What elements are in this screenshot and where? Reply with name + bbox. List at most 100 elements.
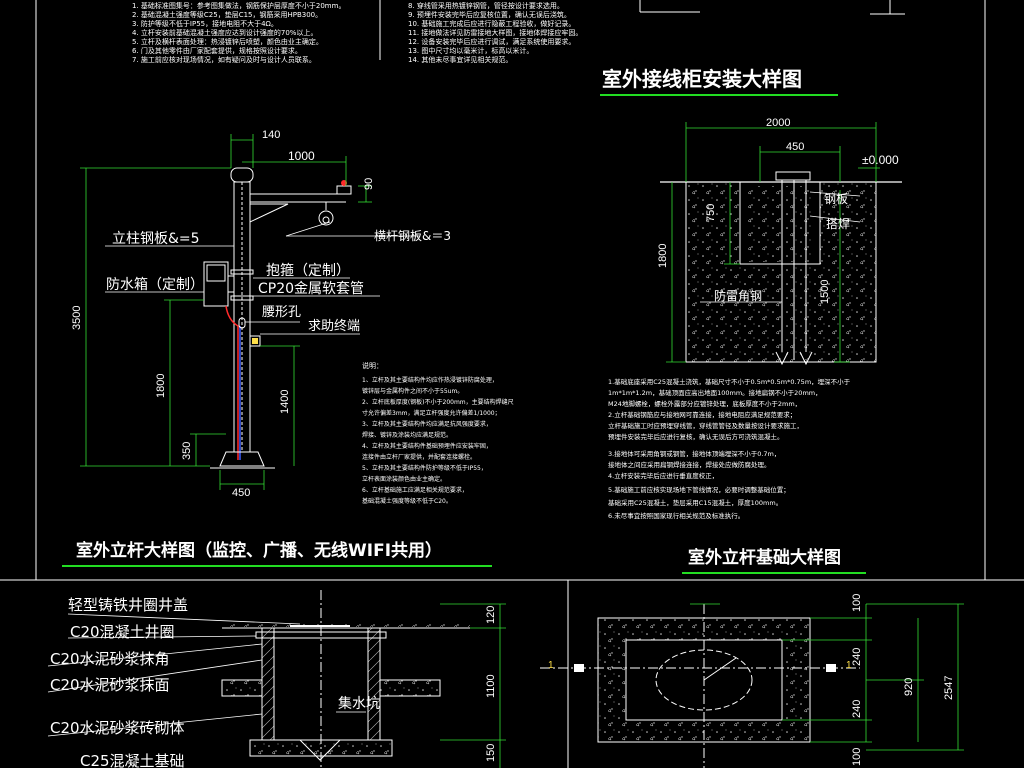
cabinet-dimensions xyxy=(666,122,880,363)
pipe-left xyxy=(221,679,263,697)
cabinet-note: 6.未尽事宜按照国家现行相关规范及标准执行。 xyxy=(608,511,744,520)
top-note: 11. 接地做法详见防雷接地大样图，接地体焊接应牢固。 xyxy=(408,28,582,37)
slot-hole xyxy=(238,317,246,329)
cabinet-leaders xyxy=(700,191,861,303)
pole-elevation xyxy=(203,167,352,469)
dim-foundation-top: 100 xyxy=(851,594,863,612)
pole-note: 连接件由立杆厂家提供，并配套连接螺栓。 xyxy=(362,453,476,461)
pole-notes: 说明： 1、立杆及其主要结构件均应作热浸镀锌防腐处理， 镀锌层与金属构件之间不小… xyxy=(362,361,514,505)
label-hoop: 抱箍（定制） xyxy=(266,262,350,279)
sump-pit xyxy=(299,739,341,761)
dim-base-width: 450 xyxy=(232,487,250,499)
pole-leaders xyxy=(105,221,420,335)
waterproof-box xyxy=(203,261,229,307)
label-help-terminal: 求助终端 xyxy=(308,318,360,334)
cabinet-note: 接地体之间应采用扁钢焊接连接，焊接处应做防腐处理。 xyxy=(608,460,771,469)
well-section xyxy=(221,590,470,768)
pole-notes-title: 说明： xyxy=(362,361,383,370)
top-notes-left: 1. 基础标准图集号：参考图集做法，钢筋保护层厚度不小于20mm。 2. 基础混… xyxy=(132,1,345,64)
title-cabinet-install: 室外接线柜安装大样图 xyxy=(602,67,802,91)
dim-arm-length: 1000 xyxy=(288,149,315,163)
top-notes-right: 8. 穿线管采用热镀锌钢管，管径按设计要求选用。 9. 预埋件安装完毕后应复核位… xyxy=(408,1,582,64)
cabinet-note: 2.立杆基础钢筋应与接地网可靠连接，接地电阻应满足规范要求； xyxy=(608,410,796,419)
top-note: 12. 设备安装完毕后应进行调试，满足系统使用要求。 xyxy=(408,37,575,46)
cabinet-notes: 1.基础底座采用C25混凝土浇筑，基础尺寸不小于0.5m*0.5m*0.75m，… xyxy=(608,377,851,520)
label-waterproof-box: 防水箱（定制） xyxy=(106,277,204,293)
top-note: 9. 预埋件安装完毕后应复核位置，确认无误后浇筑。 xyxy=(408,10,571,19)
cabinet-note: 4.立杆安装完毕后应进行垂直度校正， xyxy=(608,471,718,480)
well-wall-right xyxy=(367,627,381,741)
pole-note: 4、立杆及其主要结构件基础预埋件应安装牢固， xyxy=(362,442,492,450)
foundation-plan xyxy=(540,604,860,768)
foundation-dimensions xyxy=(690,603,964,751)
cabinet-note: 5.基础施工前应核实现场地下管线情况，必要时调整基础位置； xyxy=(608,485,790,494)
top-note: 13. 图中尺寸均以毫米计，标高以米计。 xyxy=(408,46,533,55)
label-crossarm-plate: 横杆钢板&＝3 xyxy=(374,229,451,243)
dim-terminal-height: 1400 xyxy=(279,390,291,414)
pole-note: 立杆表面涂装颜色由业主确定。 xyxy=(362,475,446,483)
label-conduit: CP20金属软套管 xyxy=(258,281,364,297)
dim-cabinet-level: ±0.000 xyxy=(862,153,899,167)
pole-dimensions xyxy=(80,134,372,490)
label-slot: 腰形孔 xyxy=(262,305,301,320)
pipe-right xyxy=(379,679,441,697)
dim-cabinet-inner: 450 xyxy=(786,141,804,153)
dim-cabinet-total-depth: 1800 xyxy=(657,244,669,268)
top-note: 10. 基础施工完成后应进行隐蔽工程验收，做好记录。 xyxy=(408,19,575,28)
label-angle-steel: 防雷角钢 xyxy=(714,288,762,303)
crossarm-brace xyxy=(249,203,289,223)
help-terminal-button xyxy=(252,338,258,344)
pole-note: 寸允许偏差3mm，满足立杆强度允许偏差1/1000； xyxy=(362,409,501,417)
well-wall-left xyxy=(261,627,275,741)
pole-cap xyxy=(230,167,254,183)
label-well-ring: C20混凝土井圈 xyxy=(70,623,175,641)
dim-foundation-center: 920 xyxy=(903,678,915,696)
label-steel-plate: 钢板 xyxy=(824,192,848,206)
section-arrow-right xyxy=(826,664,836,672)
label-weld: 搭焊 xyxy=(826,216,850,231)
cabinet-note: 预埋件安装完毕后应进行复核，确认无误后方可浇筑混凝土。 xyxy=(608,432,784,441)
hoop xyxy=(230,269,254,275)
cabinet-note: 1m*1m*1.2m，基础顶面应高出地面100mm。接地扁钢不小于20mm， xyxy=(608,388,822,397)
dim-box-height: 1800 xyxy=(155,374,167,398)
top-note: 5. 立杆及横杆表面处理：热浸镀锌后喷塑，颜色由业主确定。 xyxy=(132,37,323,46)
hoop xyxy=(230,295,254,301)
label-well-cover: 轻型铸铁井圈井盖 xyxy=(68,596,188,614)
cabinet-note: 基础采用C25混凝土，垫层采用C15混凝土，厚度100mm。 xyxy=(608,498,782,507)
cabinet-note: M24地脚螺栓，螺栓外露部分应镀锌处理，底板厚度不小于2mm， xyxy=(608,399,801,408)
camera-indicator xyxy=(341,180,347,186)
label-well-plaster: C20水泥砂浆抹面 xyxy=(50,676,170,694)
cabinet-note: 3.接地体可采用角钢或钢管，接地体顶端埋深不小于0.7m， xyxy=(608,449,780,458)
dim-cap-width: 140 xyxy=(262,129,280,141)
pole-note: 3、立杆及其主要结构件均应满足抗风强度要求， xyxy=(362,420,492,428)
top-note: 14. 其他未尽事宜详见相关规范。 xyxy=(408,55,512,64)
conduit-red xyxy=(225,305,239,460)
cabinet-note: 立杆基础施工时应预埋穿线管，穿线管管径及数量按设计要求施工， xyxy=(608,421,803,430)
label-sump: 集水坑 xyxy=(338,695,380,712)
dim-foundation-d1: 240 xyxy=(851,648,863,666)
section-mark-right: 1 xyxy=(846,660,852,671)
top-note: 7. 施工前应核对现场情况，如有疑问及时与设计人员联系。 xyxy=(132,55,316,64)
top-note: 8. 穿线管采用热镀锌钢管，管径按设计要求选用。 xyxy=(408,1,564,10)
label-column-plate: 立柱钢板&=5 xyxy=(112,231,200,247)
dome-camera-icon xyxy=(318,210,334,226)
dim-cabinet-top-depth: 750 xyxy=(705,204,717,222)
top-note: 1. 基础标准图集号：参考图集做法，钢筋保护层厚度不小于20mm。 xyxy=(132,1,345,10)
pole-note: 焊接、镀锌及涂装均应满足规范。 xyxy=(362,431,452,439)
top-note: 6. 门及其他零件由厂家配套提供，规格按照设计要求。 xyxy=(132,46,302,55)
pole-note: 5、立杆及其主要结构件防护等级不低于IP55， xyxy=(362,464,487,472)
pole-note: 基础混凝土强度等级不低于C20。 xyxy=(362,497,452,505)
dim-foundation-bottom: 100 xyxy=(851,748,863,766)
dim-well-top: 120 xyxy=(485,606,497,624)
dim-foundation-total: 2547 xyxy=(943,676,955,700)
top-note: 3. 防护等级不低于IP55，接地电阻不大于4Ω。 xyxy=(132,19,278,28)
pole-note: 2、立杆底板厚度(钢板)不小于200mm，主要结构焊缝尺 xyxy=(362,398,514,406)
pole-note: 1、立杆及其主要结构件均应作热浸镀锌防腐处理， xyxy=(362,376,498,384)
label-well-masonry: C20水泥砂浆砖砌体 xyxy=(50,719,185,737)
dim-cabinet-width: 2000 xyxy=(766,117,790,129)
pole-base xyxy=(219,451,265,467)
dim-cabinet-anchor-depth: 1500 xyxy=(819,280,831,304)
pole-note: 6、立杆基础施工应满足相关规范要求， xyxy=(362,486,468,494)
